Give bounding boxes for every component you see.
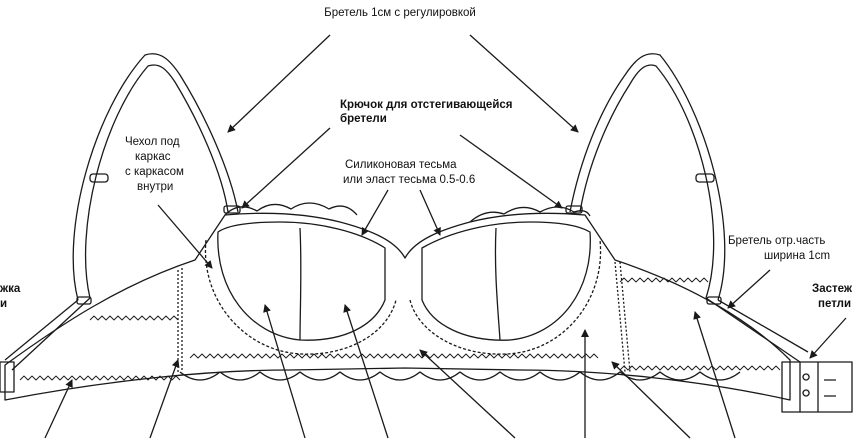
top-scallops: [224, 202, 591, 223]
casing-label-line2: каркас: [135, 151, 171, 163]
right-strap-inner: [579, 64, 715, 299]
right-clasp: [781, 361, 853, 413]
strap-detach-label-line1: Бретель отр.часть: [728, 235, 826, 247]
left-strap: [72, 53, 239, 301]
casing-label-line1: Чехол под: [125, 136, 180, 148]
clasp-right-label-line1: Застеж: [812, 283, 853, 295]
left-cup: [217, 221, 386, 341]
strap-detach-label-line2: ширина 1cm: [764, 250, 831, 262]
left-cup-seam: [299, 227, 302, 341]
right-strap: [569, 53, 726, 301]
band-outline: [4, 212, 791, 401]
right-strap-hook: [565, 205, 583, 214]
left-strap-hook: [223, 205, 241, 214]
right-cup: [421, 221, 591, 341]
clasp-right-label-line2: петли: [818, 298, 852, 310]
right-cup-seam: [494, 227, 501, 341]
band-zigzag-bottom: [19, 353, 781, 381]
silicone-label-line1: Силиконовая тесьма: [345, 159, 457, 171]
silicone-label-line2: или эласт тесьма 0.5-0.6: [343, 174, 476, 186]
strap-title-label: Бретель 1см с регулировкой: [324, 7, 476, 19]
hook-label-line2: бретели: [340, 113, 387, 125]
right-cup-wire: [409, 239, 602, 355]
clasp-left-label-line1: жка: [0, 283, 21, 295]
hook-label-line1: Крючок для отстегивающейся: [340, 99, 513, 111]
left-strap-inner: [84, 64, 229, 299]
clasp-left-label-line2: и: [0, 298, 8, 310]
band-zigzag-top: [89, 277, 709, 321]
right-strap-slider: [695, 173, 715, 183]
left-strap-slider: [89, 173, 109, 183]
left-cup-wire: [204, 239, 397, 355]
bottom-scallops: [179, 371, 741, 381]
casing-label-line4: внутри: [137, 181, 174, 193]
left-strap-lower: [4, 297, 91, 371]
left-clasp: [0, 361, 15, 393]
casing-label-line3: с каркасом: [125, 166, 184, 178]
